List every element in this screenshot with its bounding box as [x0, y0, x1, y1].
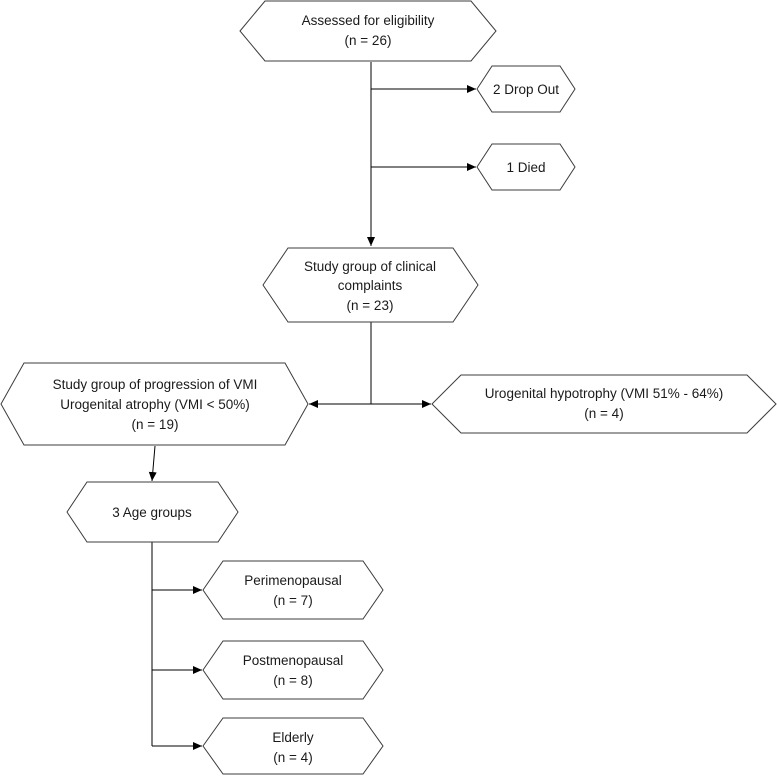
elderly-line-1: Elderly: [272, 730, 314, 745]
connector-progression-to-age-groups: [148, 445, 157, 482]
node-progression: Study group of progression of VMI Urogen…: [0, 362, 309, 446]
node-perimenopausal: Perimenopausal (n = 7): [202, 560, 384, 620]
clinical-line-1: Study group of clinical: [304, 259, 436, 274]
hexagon-age-groups: [66, 481, 239, 543]
elderly-line-2: (n = 4): [273, 750, 312, 765]
hexagon-died: [476, 143, 576, 191]
assessed-line-1: Assessed for eligibility: [302, 13, 435, 28]
progression-line-1: Study group of progression of VMI: [53, 377, 258, 392]
clinical-line-2: complaints: [338, 278, 403, 293]
postmenopausal-line-2: (n = 8): [273, 673, 312, 688]
hypotrophy-line-1: Urogenital hypotrophy (VMI 51% - 64%): [485, 386, 724, 401]
hexagon-dropout: [476, 65, 576, 113]
progression-line-3: (n = 19): [132, 417, 179, 432]
node-assessed: Assessed for eligibility (n = 26): [239, 0, 497, 62]
hexagon-postmenopausal: [202, 640, 384, 700]
hexagon-assessed: [239, 0, 497, 62]
hexagon-progression: [0, 362, 309, 446]
node-age-groups: 3 Age groups: [66, 481, 239, 543]
hexagon-perimenopausal: [202, 560, 384, 620]
node-died: 1 Died: [476, 143, 576, 191]
perimenopausal-line-2: (n = 7): [273, 593, 312, 608]
hexagon-hypotrophy: [431, 374, 777, 434]
hexagon-clinical: [262, 247, 479, 323]
hexagon-elderly: [202, 717, 384, 775]
node-postmenopausal: Postmenopausal (n = 8): [202, 640, 384, 700]
progression-line-2: Urogenital atrophy (VMI < 50%): [60, 397, 249, 412]
dropout-label: 2 Drop Out: [493, 82, 559, 97]
perimenopausal-line-1: Perimenopausal: [244, 573, 342, 588]
node-hypotrophy: Urogenital hypotrophy (VMI 51% - 64%) (n…: [431, 374, 777, 434]
node-elderly: Elderly (n = 4): [202, 717, 384, 775]
node-dropout: 2 Drop Out: [476, 65, 576, 113]
clinical-line-3: (n = 23): [347, 298, 394, 313]
connectors: [148, 62, 476, 750]
hypotrophy-line-2: (n = 4): [584, 406, 623, 421]
age-groups-label: 3 Age groups: [112, 505, 192, 520]
postmenopausal-line-1: Postmenopausal: [243, 653, 344, 668]
node-clinical: Study group of clinical complaints (n = …: [262, 247, 479, 323]
died-label: 1 Died: [506, 160, 545, 175]
assessed-line-2: (n = 26): [345, 33, 392, 48]
